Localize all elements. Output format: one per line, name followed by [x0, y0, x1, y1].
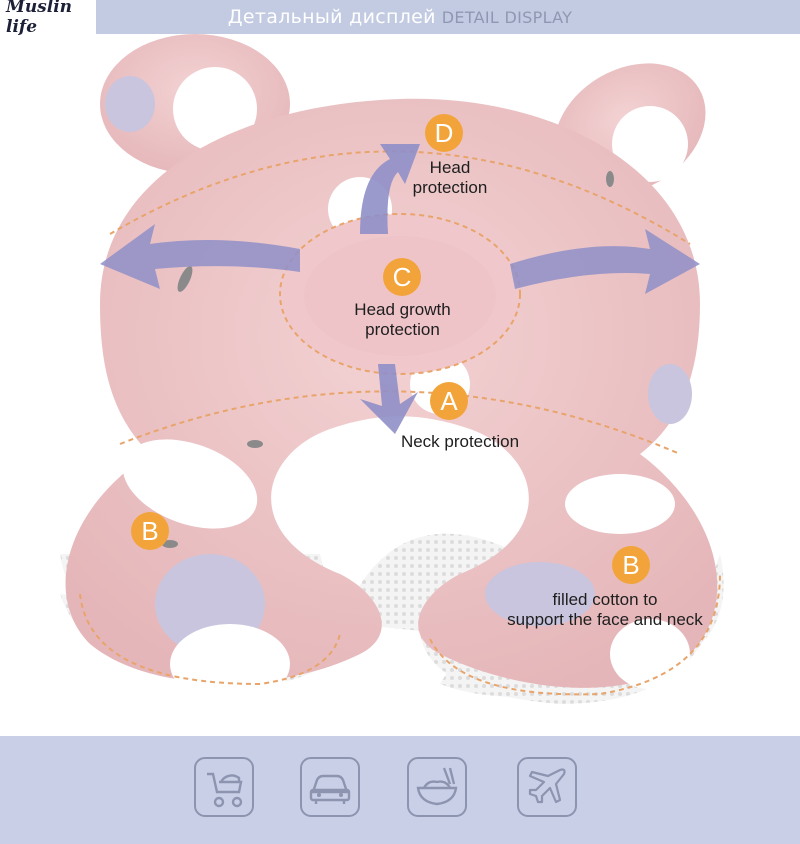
arrow-right [510, 229, 700, 294]
title-ru: Детальный дисплей [227, 6, 436, 28]
badge-d: D [425, 114, 463, 152]
badge-c: C [383, 258, 421, 296]
callout-neck-protection: Neck protection [400, 432, 520, 451]
stroller-icon [194, 757, 254, 817]
title-en: DETAIL DISPLAY [441, 8, 573, 27]
arrow-left [100, 224, 300, 289]
badge-b-left: B [131, 512, 169, 550]
bowl-icon [407, 757, 467, 817]
page-title: Детальный дисплей DETAIL DISPLAY [228, 6, 572, 28]
header-bar: Детальный дисплей DETAIL DISPLAY [0, 0, 800, 34]
arrow-up [360, 144, 420, 234]
badge-a: A [430, 382, 468, 420]
product-illustration: D Head protection C Head growth protecti… [0, 34, 800, 736]
callout-head-protection: Head protection [412, 158, 488, 197]
car-icon [300, 757, 360, 817]
callout-filled-cotton: filled cotton to support the face and ne… [507, 590, 703, 629]
logo-text: Muslin life [6, 0, 73, 37]
airplane-icon [517, 757, 577, 817]
brand-logo: Muslin life [0, 0, 96, 37]
arrow-down [360, 364, 418, 434]
badge-b-right: B [612, 546, 650, 584]
footer-usage-bar [0, 736, 800, 844]
pillow-illustration [60, 34, 724, 704]
callout-head-growth: Head growth protection [354, 300, 451, 339]
